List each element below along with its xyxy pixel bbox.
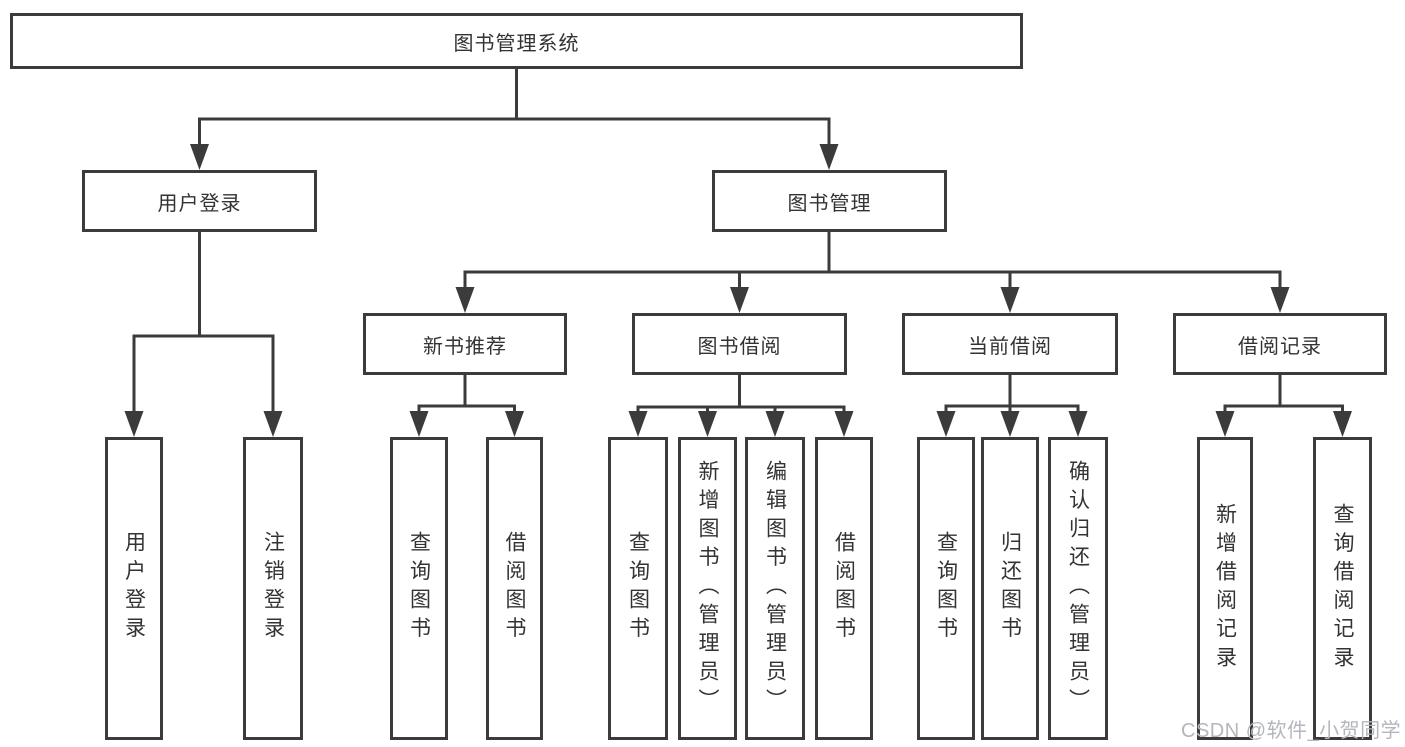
arrow-down-icon [628, 411, 648, 437]
node-logout-leaf: 注销登录 [243, 437, 303, 740]
arrow-down-icon [455, 287, 475, 313]
connector-book-borrowing-children [628, 375, 854, 437]
connector-book-management-children [455, 232, 1290, 313]
arrow-down-icon [1000, 287, 1020, 313]
arrow-down-icon [1270, 287, 1290, 313]
arrow-down-icon [505, 411, 524, 437]
connector-user-login-children [124, 232, 283, 437]
node-query-books-borrowing: 查询图书 [608, 437, 668, 740]
node-borrow-books-recommend: 借阅图书 [486, 437, 543, 740]
arrow-down-icon [834, 411, 854, 437]
node-book-borrowing: 图书借阅 [632, 313, 847, 375]
node-book-management: 图书管理 [712, 170, 947, 232]
node-new-book-recommendation: 新书推荐 [363, 313, 567, 375]
connector-root-to-level2 [190, 68, 839, 170]
arrow-down-icon [263, 411, 283, 437]
node-borrow-books-borrowing: 借阅图书 [815, 437, 873, 740]
node-library-management-system: 图书管理系统 [10, 13, 1023, 69]
arrow-down-icon [1215, 411, 1235, 437]
node-user-login: 用户登录 [82, 170, 317, 232]
arrow-down-icon [409, 411, 429, 437]
arrow-down-icon [730, 287, 749, 313]
node-borrowing-records: 借阅记录 [1173, 313, 1387, 375]
arrow-down-icon [819, 144, 839, 170]
arrow-down-icon [1333, 411, 1352, 437]
node-user-login-leaf: 用户登录 [105, 437, 163, 740]
connector-borrowing-records-children [1215, 375, 1352, 437]
arrow-down-icon [698, 411, 717, 437]
node-query-books-recommend: 查询图书 [390, 437, 448, 740]
node-add-borrow-record: 新增借阅记录 [1197, 437, 1253, 740]
node-confirm-return-admin: 确认归还（管理员） [1048, 437, 1108, 740]
node-query-borrow-record: 查询借阅记录 [1313, 437, 1372, 740]
arrow-down-icon [1068, 411, 1088, 437]
node-return-books: 归还图书 [981, 437, 1039, 740]
node-current-borrowing: 当前借阅 [902, 313, 1118, 375]
node-edit-book-admin: 编辑图书（管理员） [745, 437, 805, 740]
watermark: CSDN @软件_小贺同学 [1181, 720, 1402, 742]
arrow-down-icon [124, 411, 144, 437]
arrow-down-icon [1000, 411, 1020, 437]
node-query-books-current: 查询图书 [917, 437, 975, 740]
connector-current-borrowing-children [936, 375, 1088, 437]
connector-new-book-recommendation-children [409, 375, 524, 437]
arrow-down-icon [765, 411, 785, 437]
arrow-down-icon [190, 144, 209, 170]
arrow-down-icon [936, 411, 956, 437]
node-add-book-admin: 新增图书（管理员） [678, 437, 737, 740]
